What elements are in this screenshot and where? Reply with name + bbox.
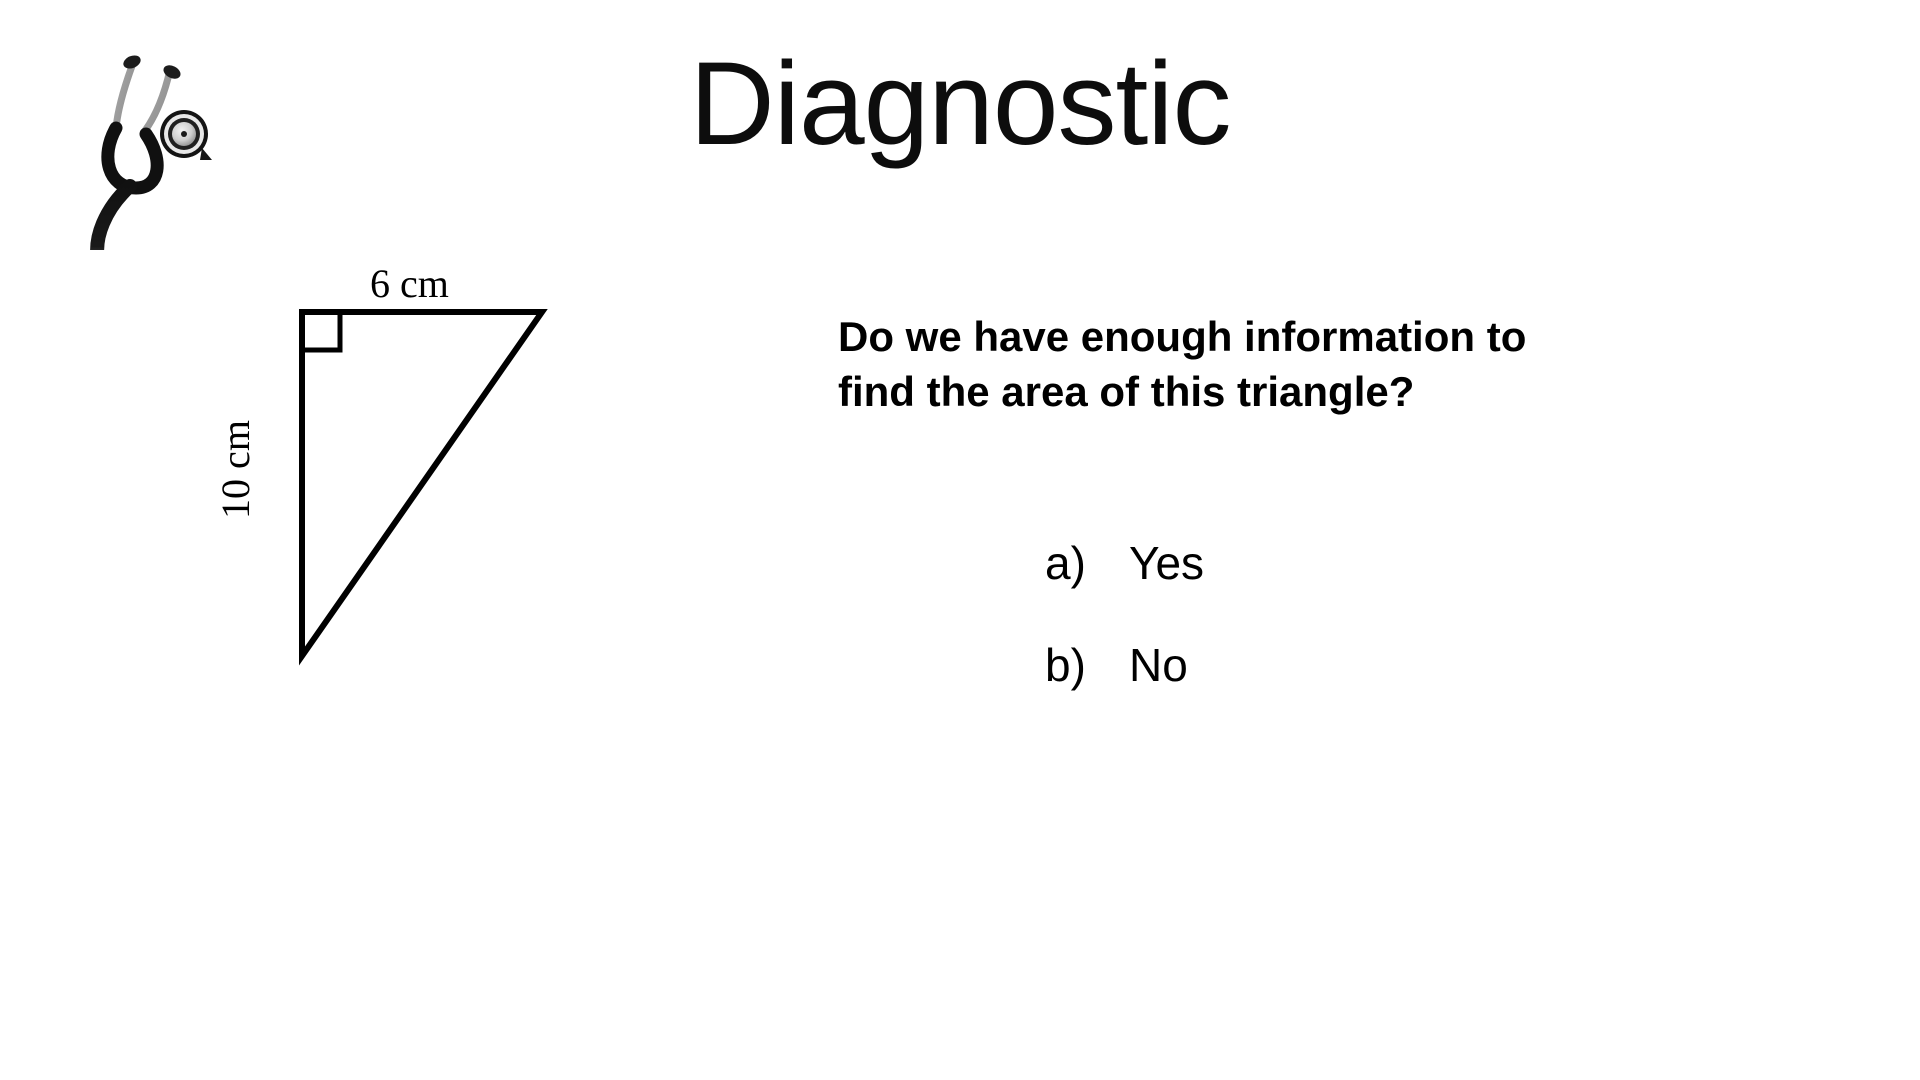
option-b-marker: b) — [1045, 639, 1086, 691]
question-line-1: Do we have enough information to — [838, 313, 1527, 360]
page-title: Diagnostic — [689, 38, 1232, 170]
answer-option-b[interactable]: b) No — [1045, 642, 1745, 688]
option-a-marker: a) — [1045, 537, 1086, 589]
option-b-label: No — [1129, 639, 1188, 691]
triangle-figure: 6 cm 10 cm — [213, 250, 670, 690]
answer-options-list: a) Yes b) No — [1045, 540, 1745, 744]
answer-option-a[interactable]: a) Yes — [1045, 540, 1745, 586]
triangle-drawing — [299, 309, 548, 666]
triangle-top-label: 6 cm — [370, 261, 449, 306]
question-line-2: find the area of this triangle? — [838, 367, 1415, 415]
triangle-left-label: 10 cm — [212, 420, 258, 519]
stethoscope-chestpiece — [160, 110, 212, 160]
stethoscope-icon — [60, 10, 260, 303]
question-text: Do we have enough information to find th… — [838, 310, 1718, 419]
option-a-label: Yes — [1129, 537, 1205, 589]
